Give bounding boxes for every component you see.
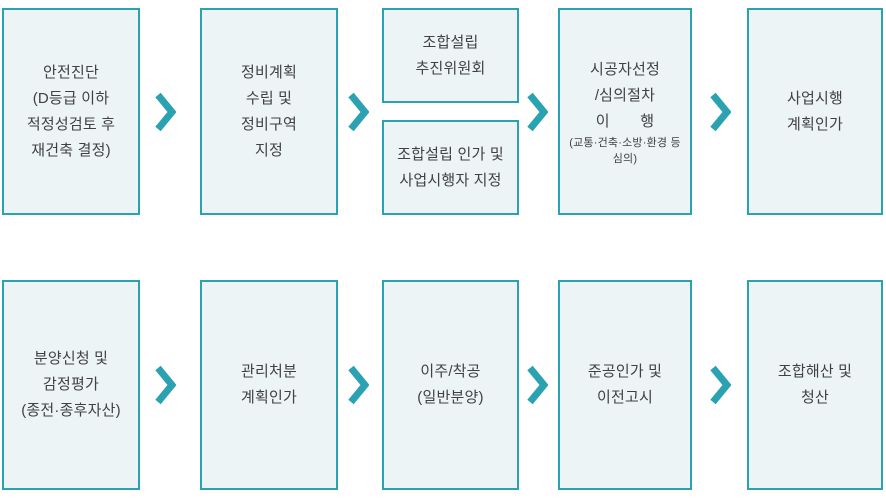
step-text-line: (일반분양) (417, 389, 484, 406)
chevron-right-icon (710, 365, 731, 405)
step-text-subline: 심의) (612, 152, 638, 165)
step-text-line: 이 행 (595, 112, 655, 130)
step-text-line: 이전고시 (596, 389, 653, 406)
step-text: 시공자선정 /심의절차 이 행 (교통·건축·소방·환경 등 심의) (560, 57, 690, 167)
step-relocation-construction-start: 이주/착공 (일반분양) (382, 280, 519, 490)
step-text: 분양신청 및 감정평가 (종전·종후자산) (4, 346, 138, 424)
chevron-right-icon (527, 92, 548, 132)
step-text: 관리처분 계획인가 (202, 359, 336, 411)
step-text-line: 감정평가 (42, 376, 99, 393)
step-text-line: 이주/착공 (420, 363, 481, 380)
step-text-line: 계획인가 (786, 115, 843, 133)
step-text-line: 적정성검토 후 (26, 115, 116, 133)
step-sale-application-appraisal: 분양신청 및 감정평가 (종전·종후자산) (2, 280, 140, 490)
step-text-line: 수립 및 (245, 89, 293, 107)
step-text-line: 사업시행자 지정 (399, 171, 502, 189)
step-text: 조합설립 인가 및 사업시행자 지정 (384, 142, 517, 194)
step-management-disposal-plan-approval: 관리처분 계획인가 (200, 280, 338, 490)
step-text-line: 청산 (800, 389, 829, 406)
step-text-line: 정비계획 (240, 63, 297, 81)
step-text-line: 시공자선정 (589, 60, 660, 78)
step-text-line: (D등급 이하 (32, 89, 110, 107)
chevron-right-icon (348, 365, 369, 405)
step-text-line: 추진위원회 (415, 59, 486, 77)
step-text: 이주/착공 (일반분양) (384, 359, 517, 411)
chevron-right-icon (155, 365, 176, 405)
step-text: 준공인가 및 이전고시 (560, 359, 690, 411)
step-text-line: 조합설립 인가 및 (397, 145, 504, 163)
step-text-line: 관리처분 (240, 363, 297, 380)
step-union-establishment-committee: 조합설립 추진위원회 (382, 8, 519, 103)
step-text-line: 조합설립 (422, 33, 479, 51)
step-union-dissolution-liquidation: 조합해산 및 청산 (747, 280, 883, 490)
step-text-line: 준공인가 및 (587, 363, 663, 380)
step-text-line: 사업시행 (786, 89, 843, 107)
step-maintenance-plan: 정비계획 수립 및 정비구역 지정 (200, 8, 338, 215)
step-union-establishment-approval: 조합설립 인가 및 사업시행자 지정 (382, 120, 519, 215)
step-safety-diagnosis: 안전진단 (D등급 이하 적정성검토 후 재건축 결정) (2, 8, 140, 215)
step-text-subline: (교통·건축·소방·환경 등 (569, 136, 681, 149)
step-text-line: (종전·종후자산) (21, 402, 121, 419)
chevron-right-icon (348, 92, 369, 132)
step-completion-approval-transfer-notice: 준공인가 및 이전고시 (558, 280, 692, 490)
chevron-right-icon (527, 365, 548, 405)
step-text: 조합설립 추진위원회 (384, 30, 517, 82)
step-text-line: /심의절차 (594, 86, 656, 104)
step-text: 정비계획 수립 및 정비구역 지정 (202, 60, 336, 164)
step-text: 안전진단 (D등급 이하 적정성검토 후 재건축 결정) (4, 60, 138, 164)
step-text-line: 계획인가 (240, 389, 297, 406)
step-text-line: 지정 (254, 141, 283, 159)
step-contractor-selection: 시공자선정 /심의절차 이 행 (교통·건축·소방·환경 등 심의) (558, 8, 692, 215)
step-text-line: 조합해산 및 (777, 363, 853, 380)
step-project-implementation-approval: 사업시행 계획인가 (747, 8, 883, 215)
step-text-line: 안전진단 (42, 63, 99, 81)
step-text-line: 재건축 결정) (31, 141, 111, 159)
step-text-line: 정비구역 (240, 115, 297, 133)
step-text: 조합해산 및 청산 (749, 359, 881, 411)
step-text-line: 분양신청 및 (33, 350, 109, 367)
chevron-right-icon (710, 92, 731, 132)
chevron-right-icon (155, 92, 176, 132)
step-text: 사업시행 계획인가 (749, 86, 881, 138)
